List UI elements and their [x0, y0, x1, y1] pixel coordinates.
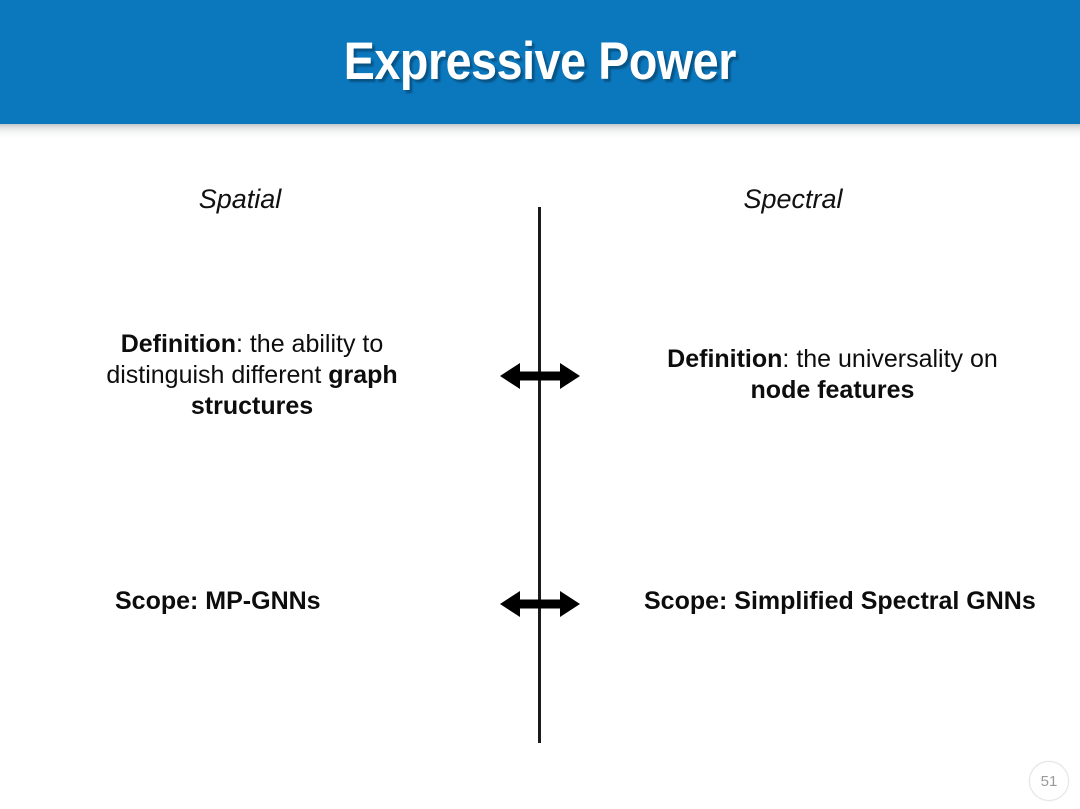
- page-number-label: 51: [1040, 772, 1058, 790]
- double-headed-arrow-icon: [500, 363, 580, 389]
- scope-text-spatial: Scope: MP-GNNs: [115, 587, 321, 615]
- scope-text-spectral: Scope: Simplified Spectral GNNs: [644, 587, 1036, 615]
- double-headed-arrow-icon: [500, 591, 580, 617]
- column-heading-spectral: Spectral: [743, 184, 843, 214]
- page-number-badge[interactable]: 51: [1029, 761, 1069, 801]
- vertical-divider: [538, 207, 541, 743]
- column-heading-spatial: Spatial: [198, 184, 282, 214]
- definition-text-spatial: Definition: the ability to distinguish d…: [106, 330, 398, 420]
- header-drop-shadow: [0, 124, 1080, 138]
- definition-text-spectral: Definition: the universality on node fea…: [667, 345, 998, 404]
- slide-body: Spatial Spectral Definition: the ability…: [0, 124, 1080, 809]
- slide-header-banner: Expressive Power: [0, 0, 1080, 124]
- page-title: Expressive Power: [343, 31, 737, 91]
